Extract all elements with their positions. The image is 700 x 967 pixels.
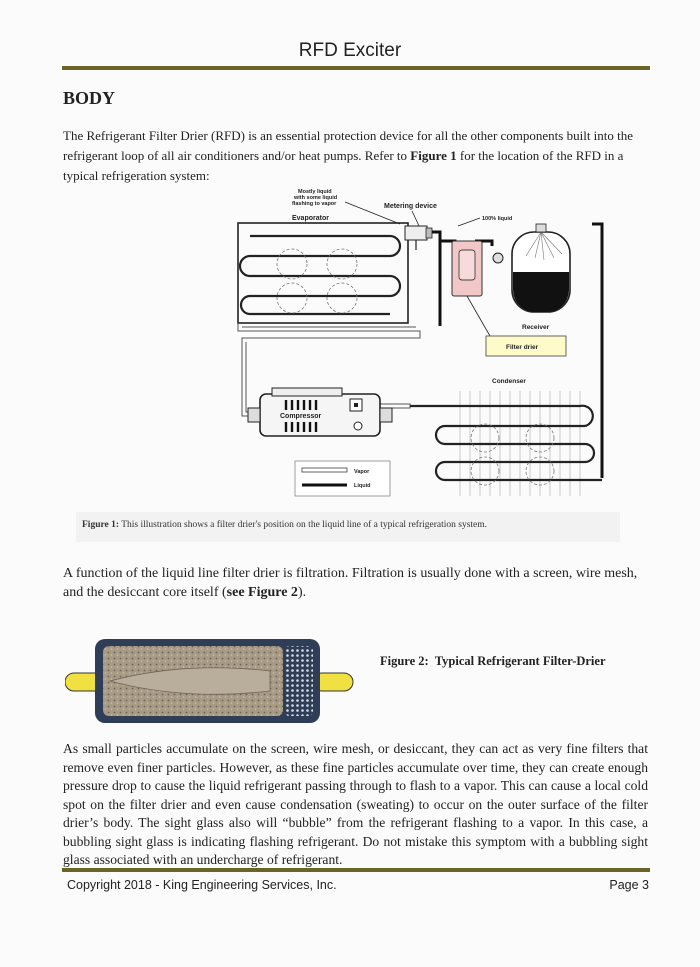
fig2-core-channel [108, 667, 271, 695]
filtration-text-end: ). [297, 585, 307, 600]
legend-vapor-label: Vapor [354, 469, 370, 475]
particles-paragraph: As small particles accumulate on the scr… [63, 741, 648, 867]
figure1-reference: Figure 1 [410, 148, 457, 163]
figure1-caption: Figure 1: This illustration shows a filt… [82, 520, 487, 530]
footer-copyright: Copyright 2018 - King Engineering Servic… [67, 878, 337, 892]
liquid-100-leader [457, 217, 481, 227]
metering-device-leader [411, 210, 421, 229]
filtration-text: A function of the liquid line filter dri… [63, 566, 638, 600]
legend-vapor-swatch [301, 467, 348, 473]
mostly-liquid-label-2: with some liquid [293, 195, 337, 201]
mostly-liquid-leader [344, 201, 401, 225]
footer-page-number: Page 3 [609, 878, 649, 892]
figure1-caption-text: This illustration shows a filter drier's… [119, 520, 488, 530]
compressor [247, 387, 393, 437]
evaporator-coil [238, 234, 402, 316]
evaporator-frame [237, 222, 409, 324]
section-heading: BODY [63, 88, 116, 108]
sight-glass [492, 252, 504, 264]
receiver-label: Receiver [522, 324, 550, 331]
mostly-liquid-label-3: flashing to vapor [292, 201, 337, 207]
figure2-filter-drier-illustration [65, 639, 354, 723]
figure1-caption-box [76, 512, 620, 542]
intro-text-end: for the location of the RFD in a typical… [63, 148, 624, 183]
figure1-refrigeration-diagram: Mostly liquid with some liquid flashing … [237, 189, 604, 497]
filter-drier-label: Filter drier [506, 344, 539, 351]
header-rule [62, 66, 650, 70]
footer-rule [62, 868, 650, 872]
mostly-liquid-label-1: Mostly liquid [298, 189, 332, 195]
metering-device [404, 225, 433, 250]
condenser-coil [410, 404, 602, 482]
filtration-paragraph: A function of the liquid line filter dri… [63, 564, 648, 602]
page-header-title: RFD Exciter [298, 40, 402, 61]
intro-text: The Refrigerant Filter Drier (RFD) is an… [63, 128, 634, 163]
legend-liquid-label: Liquid [354, 483, 371, 489]
condenser-airflow [470, 423, 555, 486]
compressor-label: Compressor [280, 413, 322, 420]
metering-device-label: Metering device [384, 203, 437, 210]
evaporator-airflow [276, 248, 358, 314]
fig2-wire-mesh [285, 646, 313, 716]
filter-drier-label-box [485, 335, 567, 357]
receiver-tank [511, 223, 571, 313]
figure2-reference: see Figure 2 [226, 585, 298, 600]
legend-box [294, 460, 391, 497]
evaporator-label: Evaporator [292, 215, 329, 222]
liquid-100-label: 100% liquid [482, 216, 512, 222]
filter-drier-body [458, 249, 476, 281]
figure2-caption: Figure 2: Typical Refrigerant Filter-Dri… [380, 654, 606, 668]
condenser-label: Condenser [492, 378, 526, 385]
figure1-caption-label: Figure 1: [82, 520, 120, 530]
intro-paragraph: The Refrigerant Filter Drier (RFD) is an… [63, 126, 643, 186]
filter-drier-leader [466, 295, 491, 337]
